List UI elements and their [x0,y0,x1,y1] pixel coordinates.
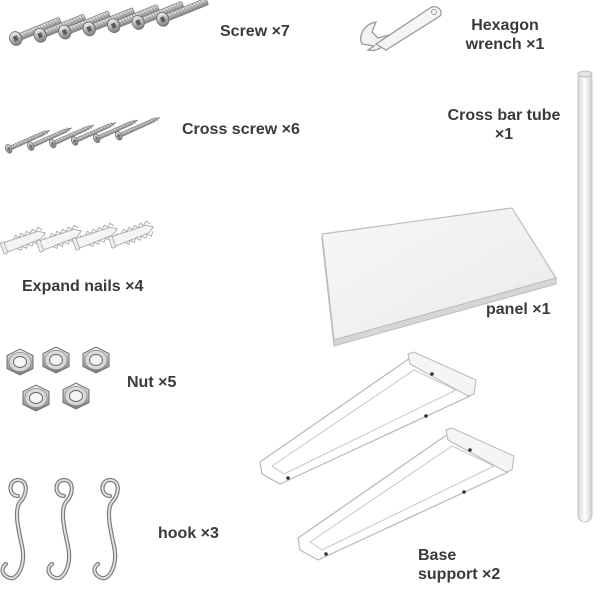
expand-nail [107,220,155,249]
expand-nail-group [0,220,155,255]
hook [46,477,74,581]
nut-group [6,346,110,412]
wrench-label: Hexagon wrench ×1 [450,16,560,54]
base-support [297,427,515,561]
hook [0,477,28,581]
expand-nail [71,222,119,251]
nut [6,348,34,376]
nut [82,346,110,374]
cross-screw [49,124,95,149]
hook-label: hook ×3 [158,525,219,542]
base-support [259,351,477,485]
nut [62,382,90,410]
cross-bar-tube-icon [577,70,593,523]
cross-screw [5,129,51,154]
hook-group [0,477,120,581]
wrench-label-line-1: Hexagon [471,17,539,34]
nut [22,384,50,412]
base-support-label-line-1: Base [418,547,457,564]
base-support-label: Base support ×2 [418,546,500,584]
cross-bar-tube-label: Cross bar tube ×1 [434,106,574,144]
screw [156,0,209,27]
expand-nails-label: Expand nails ×4 [22,278,144,295]
expand-nail [35,224,83,253]
cross-screw-label: Cross screw ×6 [182,121,300,138]
nut-label: Nut ×5 [127,374,177,391]
cross-screw [93,119,139,144]
cross-bar-tube-label-line-1: Cross bar tube [447,107,561,124]
cross-screw-group [5,116,161,154]
base-support-icon [259,351,515,561]
base-support-label-line-2: support ×2 [418,566,501,583]
panel-label: panel ×1 [486,301,551,318]
cross-screw [71,122,117,146]
cross-screw [27,127,73,151]
nut [42,346,70,374]
panel-icon [321,207,557,347]
cross-screw [115,116,161,141]
screw-group [9,0,209,46]
hook [92,477,120,581]
wrench-label-line-2: wrench ×1 [465,36,545,53]
screw-label: Screw ×7 [220,23,290,40]
cross-bar-tube-label-line-2: ×1 [494,126,514,143]
wrench-icon [360,6,442,52]
